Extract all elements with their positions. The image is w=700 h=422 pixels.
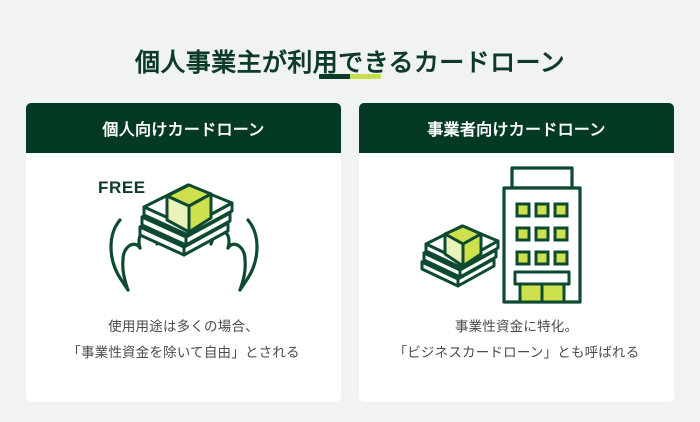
- page-title: 個人事業主が利用できるカードローン: [134, 48, 566, 77]
- card-personal-loan-caption: 使用用途は多くの場合、 「事業性資金を除いて自由」とされる: [26, 314, 341, 367]
- cash-in-hands-icon: [108, 183, 259, 292]
- caption-line-2: 「ビジネスカードローン」とも呼ばれる: [393, 345, 640, 361]
- free-cash-in-hands-illustration: FREE: [26, 153, 341, 318]
- card-personal-loan: 個人向けカードローン FREE: [26, 103, 341, 402]
- free-badge-label: FREE: [98, 178, 146, 197]
- card-business-loan-body: 事業性資金に特化。 「ビジネスカードローン」とも呼ばれる: [359, 153, 674, 402]
- caption-line-1: 使用用途は多くの場合、: [108, 319, 259, 334]
- card-business-loan-header: 事業者向けカードローン: [359, 103, 674, 153]
- card-personal-loan-body: FREE: [26, 153, 341, 402]
- cash-bundle-icon: [420, 224, 499, 287]
- caption-line-2: 「事業性資金を除いて自由」とされる: [67, 345, 300, 361]
- card-personal-loan-header: 個人向けカードローン: [26, 103, 341, 153]
- title-divider-dark-segment: [319, 74, 350, 79]
- title-divider-lime-segment: [350, 74, 381, 79]
- cash-and-building-icon: [420, 165, 582, 304]
- cash-and-office-building-illustration: [359, 153, 674, 318]
- cash-bundle-icon: [138, 183, 233, 256]
- title-divider: [319, 74, 381, 79]
- office-building-icon: [501, 165, 582, 304]
- card-list: 個人向けカードローン FREE: [26, 103, 674, 402]
- card-business-loan-caption: 事業性資金に特化。 「ビジネスカードローン」とも呼ばれる: [359, 314, 674, 367]
- card-business-loan: 事業者向けカードローン: [359, 103, 674, 402]
- caption-line-1: 事業性資金に特化。: [454, 319, 579, 334]
